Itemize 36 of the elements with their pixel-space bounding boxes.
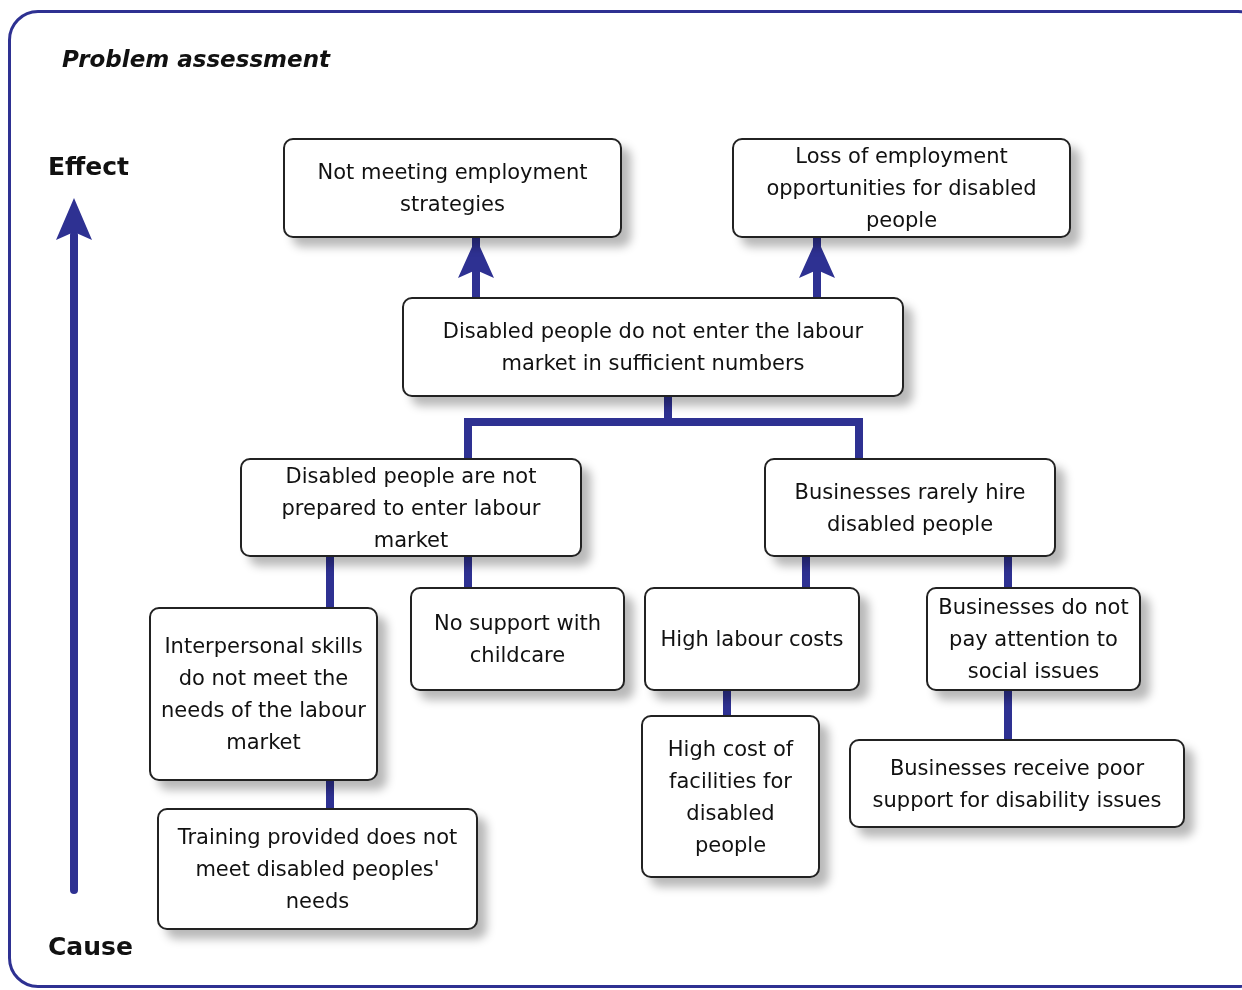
- connector-line: [464, 557, 472, 587]
- cause-box: [849, 739, 1185, 828]
- arrow: [458, 238, 494, 297]
- box-text: Businesses do not pay attention to social issues: [937, 594, 1130, 685]
- box-text: Not meeting employment strategies: [316, 159, 589, 218]
- box-text: Loss of employment opportunities for disabled people: [765, 143, 1038, 234]
- box-text: Disabled people are not prepared to enter labour market: [280, 462, 542, 554]
- cause-box: [240, 458, 582, 557]
- connector-line: [1004, 691, 1012, 739]
- box-text: Disabled people do not enter the labour market in sufficient numbers: [441, 318, 865, 377]
- cause-box: [283, 138, 622, 238]
- connector-line: [1004, 557, 1012, 587]
- connector-line: [802, 557, 810, 587]
- box-text: Businesses receive poor support for disability issues: [871, 754, 1163, 814]
- cause-box: [410, 587, 625, 691]
- connector-line: [723, 691, 731, 715]
- connector-line: [326, 557, 334, 607]
- arrow: [799, 238, 835, 297]
- axis-label: Cause: [48, 931, 133, 963]
- cause-box: [926, 587, 1141, 691]
- diagram-title: Problem assessment: [62, 45, 331, 74]
- axis-label: Effect: [48, 151, 130, 183]
- cause-box: [732, 138, 1071, 238]
- box-text: Interpersonal skills do not meet the needs of the labour market: [160, 633, 367, 756]
- cause-box: [644, 587, 860, 691]
- box-text: High cost of facilities for disabled people: [666, 735, 795, 859]
- cause-box: [764, 458, 1056, 557]
- box-text: Businesses rarely hire disabled people: [793, 478, 1027, 538]
- box-text: High labour costs: [660, 626, 844, 653]
- box-text: Training provided does not meet disabled peoples' needs: [176, 824, 459, 915]
- cause-box: [149, 607, 378, 781]
- cause-box: [641, 715, 820, 878]
- cause-box: [157, 808, 478, 930]
- box-text: No support with childcare: [432, 610, 603, 669]
- connector-line: [326, 781, 334, 808]
- cause-box: [402, 297, 904, 397]
